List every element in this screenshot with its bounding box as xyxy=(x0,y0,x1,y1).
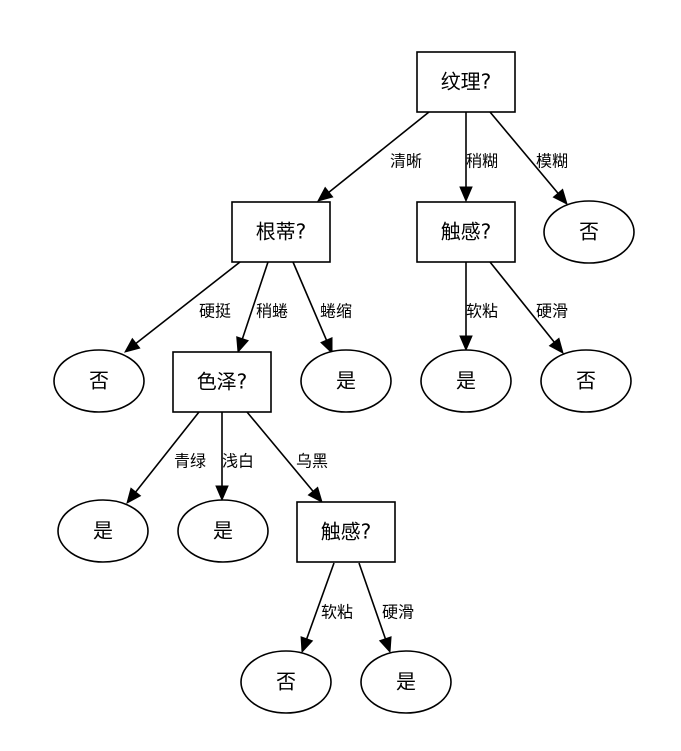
edge-label: 浅白 xyxy=(222,452,254,471)
edge-n5-n9: 青绿 xyxy=(126,411,206,504)
leaf-node: 是 xyxy=(177,499,269,563)
edge-n2-n8: 硬滑 xyxy=(489,261,568,354)
node-ellipse xyxy=(53,349,145,413)
node-label: 触感? xyxy=(321,520,372,544)
decision-node: 色泽? xyxy=(172,351,272,413)
leaf-node: 否 xyxy=(543,200,635,264)
node-box xyxy=(231,201,331,263)
edge-label: 稍蜷 xyxy=(256,302,288,321)
edge-line xyxy=(246,411,314,492)
edge-label: 硬挺 xyxy=(199,302,231,321)
edge-n0-n1: 清晰 xyxy=(317,111,430,202)
node-label: 否 xyxy=(89,369,109,393)
arrowhead-icon xyxy=(124,337,141,353)
edge-n5-n10: 浅白 xyxy=(215,412,254,502)
node-ellipse xyxy=(540,349,632,413)
arrowhead-icon xyxy=(378,636,392,654)
node-box xyxy=(416,201,516,263)
arrowhead-icon xyxy=(320,337,333,355)
node-ellipse xyxy=(543,200,635,264)
node-box xyxy=(172,351,272,413)
edge-n1-n4: 硬挺 xyxy=(124,261,241,353)
arrowhead-icon xyxy=(548,337,564,354)
arrowhead-icon xyxy=(126,487,142,504)
node-ellipse xyxy=(360,650,452,714)
node-label: 是 xyxy=(456,369,476,393)
node-label: 是 xyxy=(336,369,356,393)
edge-label: 青绿 xyxy=(174,452,206,471)
edge-line xyxy=(241,261,269,339)
edge-n1-n6: 蜷缩 xyxy=(292,261,352,355)
arrowhead-icon xyxy=(459,186,473,203)
edge-line xyxy=(135,261,241,345)
node-ellipse xyxy=(177,499,269,563)
leaf-node: 是 xyxy=(360,650,452,714)
node-label: 否 xyxy=(576,369,596,393)
edge-label: 稍糊 xyxy=(466,152,498,171)
node-label: 触感? xyxy=(441,220,492,244)
edge-n0-n3: 模糊 xyxy=(489,111,568,205)
decision-node: 触感? xyxy=(296,501,396,563)
node-label: 是 xyxy=(213,519,233,543)
node-label: 否 xyxy=(276,670,296,694)
edge-line xyxy=(328,111,430,193)
node-ellipse xyxy=(300,349,392,413)
edge-line xyxy=(135,411,200,493)
node-label: 否 xyxy=(579,220,599,244)
edge-label: 硬滑 xyxy=(382,603,414,622)
edge-n0-n2: 稍糊 xyxy=(459,112,498,203)
arrowhead-icon xyxy=(215,485,229,502)
edge-line xyxy=(305,562,335,640)
node-label: 色泽? xyxy=(197,370,248,394)
edge-n11-n12: 软粘 xyxy=(300,562,353,654)
leaf-node: 否 xyxy=(240,650,332,714)
node-ellipse xyxy=(57,499,149,563)
edge-label: 软粘 xyxy=(466,302,498,321)
node-label: 是 xyxy=(396,670,416,694)
arrowhead-icon xyxy=(307,486,323,503)
decision-node: 根蒂? xyxy=(231,201,331,263)
decision-node: 纹理? xyxy=(416,51,516,113)
arrowhead-icon xyxy=(459,335,473,352)
edge-n5-n11: 乌黑 xyxy=(246,411,328,503)
nodes-layer: 纹理?根蒂?触感?否否色泽?是是否是是触感?否是 xyxy=(53,51,635,714)
edge-line xyxy=(489,261,555,343)
node-label: 根蒂? xyxy=(256,220,307,244)
node-ellipse xyxy=(240,650,332,714)
edge-label: 蜷缩 xyxy=(320,302,352,321)
edge-label: 清晰 xyxy=(390,152,422,171)
edge-n2-n7: 软粘 xyxy=(459,262,498,352)
edge-line xyxy=(292,261,328,341)
leaf-node: 否 xyxy=(53,349,145,413)
edge-label: 模糊 xyxy=(536,152,568,171)
node-box xyxy=(296,501,396,563)
arrowhead-icon xyxy=(317,186,334,202)
edge-label: 乌黑 xyxy=(296,452,328,471)
arrowhead-icon xyxy=(236,336,249,354)
leaf-node: 是 xyxy=(57,499,149,563)
edge-n1-n5: 稍蜷 xyxy=(236,261,288,354)
edge-label: 硬滑 xyxy=(536,302,568,321)
node-box xyxy=(416,51,516,113)
arrowhead-icon xyxy=(552,188,568,205)
edge-n11-n13: 硬滑 xyxy=(358,562,414,654)
edge-line xyxy=(489,111,559,194)
leaf-node: 是 xyxy=(300,349,392,413)
edge-label: 软粘 xyxy=(321,603,353,622)
arrowhead-icon xyxy=(300,636,314,654)
node-label: 纹理? xyxy=(441,70,492,94)
node-ellipse xyxy=(420,349,512,413)
leaf-node: 是 xyxy=(420,349,512,413)
edge-line xyxy=(358,562,387,640)
node-label: 是 xyxy=(93,519,113,543)
decision-node: 触感? xyxy=(416,201,516,263)
edges-layer: 清晰稍糊模糊硬挺稍蜷蜷缩软粘硬滑青绿浅白乌黑软粘硬滑 xyxy=(124,111,568,654)
leaf-node: 否 xyxy=(540,349,632,413)
